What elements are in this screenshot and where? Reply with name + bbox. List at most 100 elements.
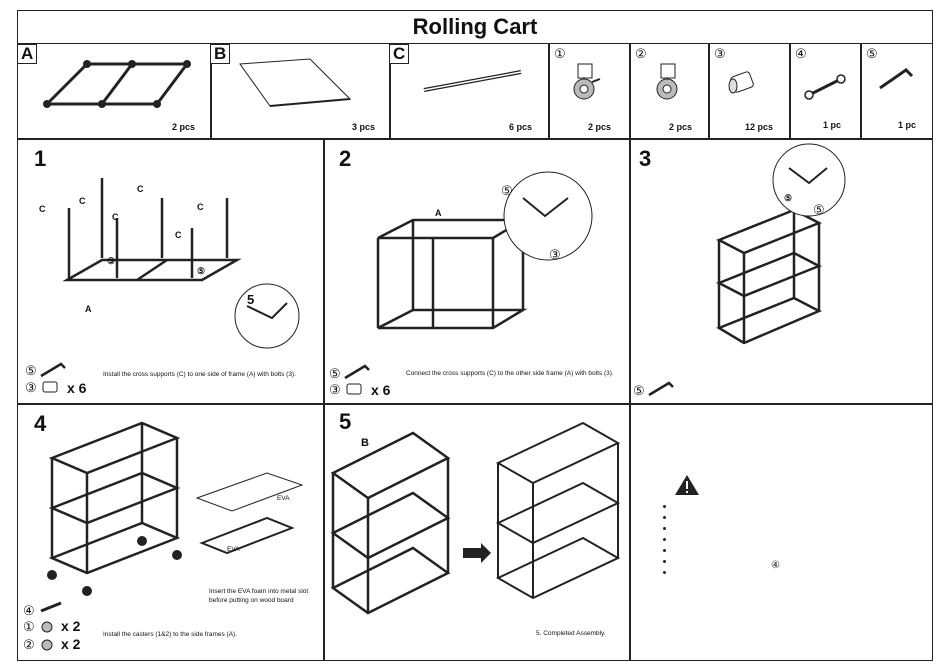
step-4-caster-1: ① [23, 619, 35, 634]
step-4-caster-2: ② [23, 637, 35, 652]
part-b-label: B [210, 44, 231, 64]
divider [708, 44, 710, 138]
allen-key-icon [344, 364, 370, 380]
part-c-qty: 6 pcs [509, 122, 533, 132]
part-a-label: A [17, 44, 38, 64]
tool-callout: ⑤ [501, 183, 513, 198]
step-2-bolt: ③ [329, 382, 341, 397]
part-1: ① 2 pcs [548, 44, 629, 138]
warning-panel: ④ [629, 403, 933, 661]
step-2-tool: ⑤ [329, 366, 341, 381]
step-4-caption: Install the casters (1&2) to the side fr… [103, 631, 238, 638]
divider [389, 44, 391, 138]
step-2: 2 A ⑤ ③ ⑤ Connect the cross supports (C)… [323, 138, 629, 403]
allen-key-icon [40, 362, 66, 378]
part-2-qty: 2 pcs [669, 122, 693, 132]
divider [210, 44, 212, 138]
step-4-number: 4 [34, 411, 47, 436]
part-c-label: C [389, 44, 410, 64]
step-5-caption: 5. Completed Assembly. [536, 630, 606, 637]
part-2-label: ② [635, 46, 647, 61]
bolt-callout: ③ [107, 256, 116, 266]
divider [789, 44, 791, 138]
part-2: ② 2 pcs [629, 44, 708, 138]
locking-caster-icon [573, 63, 601, 100]
detail-callout: 5 [247, 292, 255, 307]
tool-callout: ⑤ [784, 193, 793, 203]
step-5: 5 B 5. Completed Assembly. [323, 403, 629, 661]
caster-icon [656, 63, 678, 100]
bolt-icon [728, 71, 754, 94]
bullet [663, 549, 666, 552]
sheet-border [17, 10, 933, 661]
divider [629, 44, 631, 138]
bolt-icon [346, 383, 362, 395]
eva-label: EVA [227, 546, 240, 553]
step-3-tool: ⑤ [633, 383, 645, 398]
part-3: ③ 12 pcs [708, 44, 789, 138]
part-5: ⑤ 1 pc [860, 44, 933, 138]
eva-note: Insert the EVA foam into metal slot befo… [209, 588, 309, 604]
caster-icon [41, 621, 53, 633]
bullet [663, 571, 666, 574]
label-a: A [435, 208, 442, 218]
cross-support-illustration [423, 70, 522, 92]
side-frame-illustration [43, 60, 191, 108]
step-2-bolt-count: x 6 [371, 382, 391, 398]
step-4-illustration [47, 421, 304, 596]
part-c: C 6 pcs [389, 44, 548, 138]
label-c: C [137, 184, 144, 194]
part-b-qty: 3 pcs [352, 122, 376, 132]
warning-icon [675, 475, 699, 495]
parts-row-divider [17, 138, 933, 140]
bullet [663, 516, 666, 519]
page-title: Rolling Cart [17, 10, 933, 44]
bullet [663, 538, 666, 541]
wrench-icon [804, 74, 846, 100]
step-4: 4 EVA EVA Insert the EVA foam into metal… [17, 403, 323, 661]
bullet [663, 560, 666, 563]
label-c: C [39, 204, 46, 214]
step-5-number: 5 [339, 409, 352, 434]
label-c: C [112, 212, 119, 222]
label-c: C [175, 230, 182, 240]
wrench-icon [40, 601, 62, 613]
step-5-illustration [330, 421, 621, 615]
bolt-callout: ③ [549, 247, 561, 262]
bullet [663, 527, 666, 530]
part-5-qty: 1 pc [898, 120, 917, 130]
part-3-label: ③ [714, 46, 726, 61]
eva-label: EVA [277, 495, 290, 502]
step-2-illustration [376, 171, 593, 330]
steps-row-divider [17, 403, 933, 405]
part-5-label: ⑤ [866, 46, 878, 61]
divider [323, 138, 325, 661]
label-c: C [79, 196, 86, 206]
step-4-caster-2-count: x 2 [61, 636, 81, 652]
allen-key-icon [648, 381, 674, 397]
tool-callout: ⑤ [813, 202, 825, 217]
warning-bullets [663, 505, 666, 582]
step-1-bolt-count: x 6 [67, 380, 87, 396]
label-a: A [85, 304, 92, 314]
part-3-qty: 12 pcs [745, 122, 774, 132]
bullet [663, 505, 666, 508]
part-1-qty: 2 pcs [588, 122, 612, 132]
part-a: A 2 pcs [17, 44, 210, 138]
divider [548, 44, 550, 138]
tool-callout: ⑤ [197, 266, 206, 276]
part-1-label: ① [554, 46, 566, 61]
divider [629, 138, 631, 661]
divider [860, 44, 862, 138]
step-1: 1 C C C C C C A ③ ⑤ 5 ⑤ Install the [17, 138, 323, 403]
bolt-icon [42, 381, 58, 393]
step-1-bolt: ③ [25, 380, 37, 395]
part-b: B 3 pcs [210, 44, 389, 138]
step-4-caster-1-count: x 2 [61, 618, 81, 634]
part-4-label: ④ [795, 46, 807, 61]
step-3-illustration [716, 143, 846, 345]
step-3-number: 3 [639, 146, 652, 171]
caster-icon [41, 639, 53, 651]
shelf-board-illustration [239, 58, 352, 107]
